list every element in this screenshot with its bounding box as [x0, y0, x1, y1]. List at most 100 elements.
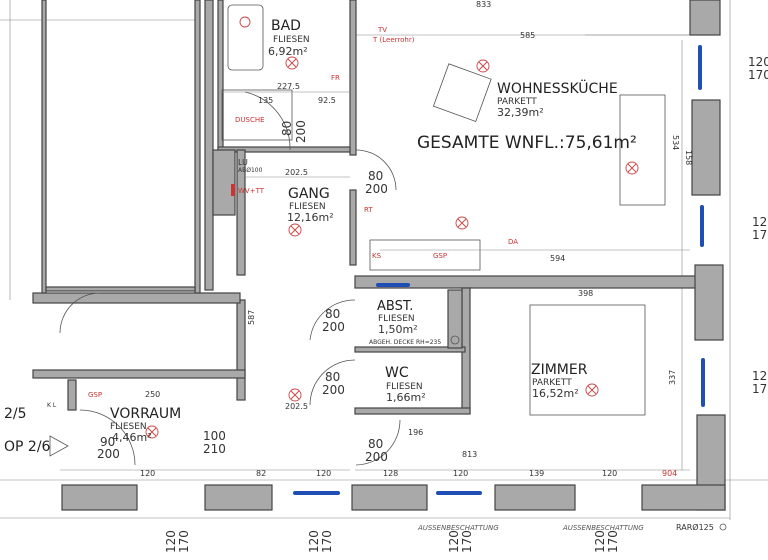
dining-table	[619, 94, 666, 206]
dimension-label: 196	[408, 428, 423, 437]
dimension-label: 250	[145, 390, 160, 399]
label: GSP	[433, 252, 447, 260]
room-floor: FLIESEN	[378, 314, 415, 324]
shading-label: AUSSENBESCHATTUNG	[417, 524, 499, 532]
entry-arrow-icon	[49, 435, 69, 457]
ceiling-lamps	[145, 16, 639, 439]
kitchen-counter	[369, 239, 481, 271]
door-swing	[79, 409, 136, 466]
label: TV	[377, 26, 387, 34]
room-floor: FLIESEN	[273, 35, 310, 45]
lamp-icon	[285, 56, 299, 70]
door-height: 210	[203, 442, 226, 456]
room-name: VORRAUM	[110, 406, 181, 422]
dimensions: 833 585 227.5 135 92.5 202.5 594 398 250…	[140, 0, 693, 478]
label: KS	[372, 252, 382, 260]
dimension-label: 587	[247, 310, 256, 325]
dimension-label: 120	[602, 469, 617, 478]
room-name: GANG	[288, 186, 330, 202]
door-height: 200	[97, 447, 120, 461]
entry-unit-label: OP 2/6	[4, 439, 51, 455]
door-width: 80	[368, 169, 383, 183]
shading-label: AUSSENBESCHATTUNG	[562, 524, 644, 532]
room-name: ZIMMER	[531, 362, 588, 378]
boiler	[450, 335, 460, 345]
label: ABØ100	[238, 167, 263, 174]
lamp-icon	[288, 223, 302, 237]
dimension-label: 92.5	[318, 96, 336, 105]
label: 170	[177, 530, 191, 553]
label: 170	[752, 382, 768, 396]
label: 170	[606, 530, 620, 553]
door-width: 80	[325, 307, 340, 321]
room-abst: ABST. FLIESEN 1,50m² ABGEH. DECKE RH=235	[369, 299, 441, 346]
room-vorraum: VORRAUM FLIESEN 4,46m²	[110, 406, 181, 444]
fixtures	[59, 4, 666, 466]
room-bad: BAD FLIESEN 6,92m²	[268, 18, 310, 58]
door-swing	[355, 419, 401, 466]
dimension-label: 139	[529, 469, 544, 478]
bed	[529, 304, 646, 416]
room-name: WOHNESSKÜCHE	[497, 79, 618, 97]
door-width: 80	[368, 437, 383, 451]
door-swing	[59, 292, 101, 334]
dimension-label: 904	[662, 469, 677, 478]
lamp-icon	[455, 216, 469, 230]
room-area: 16,52m²	[532, 387, 579, 400]
door-swing	[355, 149, 397, 191]
label: DA	[508, 238, 518, 246]
label: 120	[447, 530, 461, 553]
dimension-label: 398	[578, 289, 593, 298]
label: WV+TT	[238, 187, 265, 195]
label: FR	[331, 74, 340, 82]
room-area: 1,66m²	[386, 391, 426, 404]
label: 170	[320, 530, 334, 553]
label: LU	[238, 158, 248, 167]
room-name: WC	[385, 365, 409, 381]
door-height: 200	[365, 450, 388, 464]
neighbor-unit-label: 2/5	[4, 406, 27, 422]
room-floor: FLIESEN	[110, 422, 147, 432]
label: K L	[47, 402, 57, 409]
room-note: ABGEH. DECKE RH=235	[369, 339, 441, 346]
door-swing	[309, 299, 356, 341]
label: 120	[307, 530, 321, 553]
total-area: GESAMTE WNFL.:75,61m²	[417, 133, 637, 153]
door-height: 200	[365, 182, 388, 196]
vent-icon	[719, 523, 727, 531]
room-gang: GANG FLIESEN 12,16m²	[287, 186, 334, 224]
room-name: ABST.	[377, 299, 413, 314]
dimension-label: 120	[453, 469, 468, 478]
door-width: 90	[100, 435, 115, 449]
door-swing	[309, 359, 356, 406]
label: 170	[748, 68, 768, 82]
room-area: 12,16m²	[287, 211, 334, 224]
room-floor: FLIESEN	[289, 202, 326, 212]
walls	[32, 0, 726, 511]
room-floor: PARKETT	[497, 97, 537, 107]
label: 170	[460, 530, 474, 553]
installation-annotations: TV T (Leerrohr) DUSCHE LU ABØ100 WV+TT G…	[47, 26, 518, 409]
dimension-label: 158	[684, 150, 693, 165]
lamp-icon	[288, 388, 302, 402]
bathtub	[227, 4, 264, 71]
dimension-label: 202.5	[285, 168, 308, 177]
label: 170	[752, 228, 768, 242]
dimension-label: 82	[256, 469, 266, 478]
dimension-label: 594	[550, 254, 565, 263]
dimension-label: 227.5	[277, 82, 300, 91]
door-swing	[244, 91, 291, 151]
label: DUSCHE	[235, 116, 265, 124]
label: 120	[748, 55, 768, 69]
dimension-label: 135	[258, 96, 273, 105]
shower	[221, 89, 293, 141]
dimension-label: 534	[671, 135, 680, 150]
lamp-icon	[625, 161, 639, 175]
dimension-label: 120	[316, 469, 331, 478]
lamp-icon	[239, 16, 251, 28]
room-wc: WC FLIESEN 1,66m²	[385, 365, 426, 404]
